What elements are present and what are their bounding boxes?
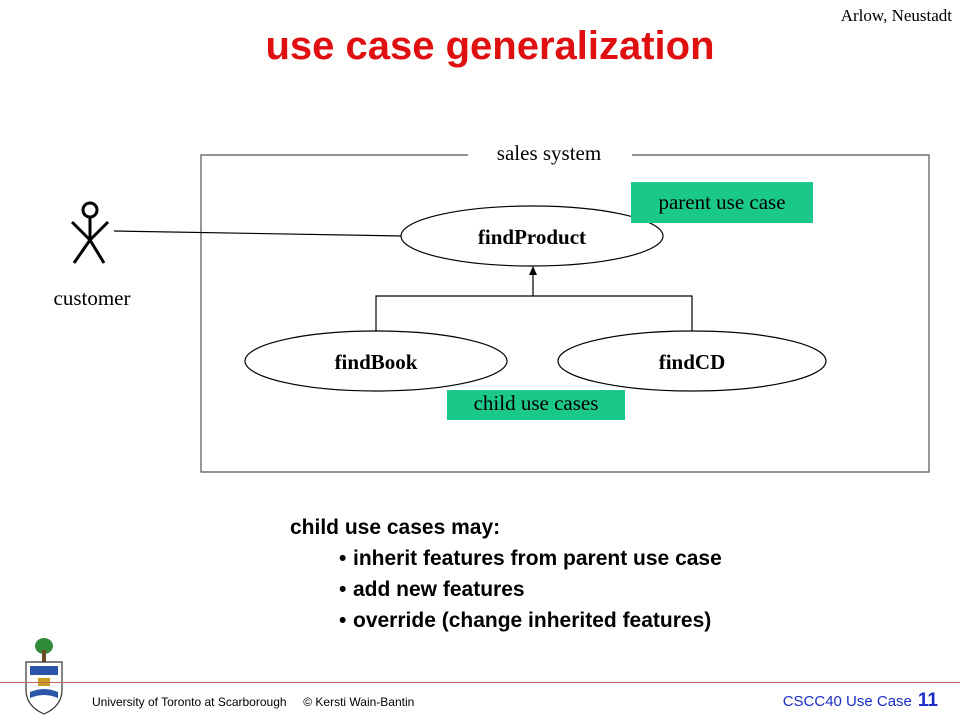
parent-use-case-tag: parent use case bbox=[631, 182, 813, 223]
list-item-text: override (change inherited features) bbox=[353, 609, 712, 632]
generalization-connector bbox=[375, 274, 693, 331]
child-use-cases-tag: child use cases bbox=[447, 390, 625, 420]
footer-course: CSCC40 Use Case 11 bbox=[783, 690, 938, 712]
list-item-text: inherit features from parent use case bbox=[353, 547, 722, 570]
actor-customer-icon bbox=[70, 201, 110, 264]
use-case-findproduct[interactable]: findProduct bbox=[400, 205, 664, 267]
footer-credit: University of Toronto at Scarborough © K… bbox=[92, 695, 415, 709]
generalization-arrowhead-icon bbox=[529, 266, 537, 275]
page-number: 11 bbox=[917, 690, 938, 711]
use-case-findbook[interactable]: findBook bbox=[244, 330, 508, 392]
use-case-findproduct-label: findProduct bbox=[478, 225, 586, 249]
association-line bbox=[113, 230, 403, 237]
list-item: add new features bbox=[339, 574, 722, 605]
course-label: CSCC40 Use Case bbox=[782, 693, 912, 710]
notes-block: child use cases may: inherit features fr… bbox=[290, 512, 722, 636]
list-item: inherit features from parent use case bbox=[339, 543, 722, 574]
list-item-text: add new features bbox=[353, 578, 525, 601]
list-item: override (change inherited features) bbox=[339, 605, 722, 636]
use-case-findcd[interactable]: findCD bbox=[557, 330, 827, 392]
slide-title: use case generalization bbox=[265, 24, 715, 68]
system-boundary bbox=[200, 154, 930, 473]
attribution: Arlow, Neustadt bbox=[840, 6, 952, 25]
system-label: sales system bbox=[497, 141, 601, 165]
notes-heading: child use cases may: bbox=[290, 516, 501, 539]
actor-label: customer bbox=[54, 286, 131, 310]
use-case-findbook-label: findBook bbox=[335, 350, 418, 374]
university-crest-logo bbox=[25, 638, 63, 715]
footer-divider bbox=[0, 682, 960, 683]
use-case-findcd-label: findCD bbox=[659, 350, 726, 374]
notes-list: inherit features from parent use case ad… bbox=[290, 543, 722, 636]
